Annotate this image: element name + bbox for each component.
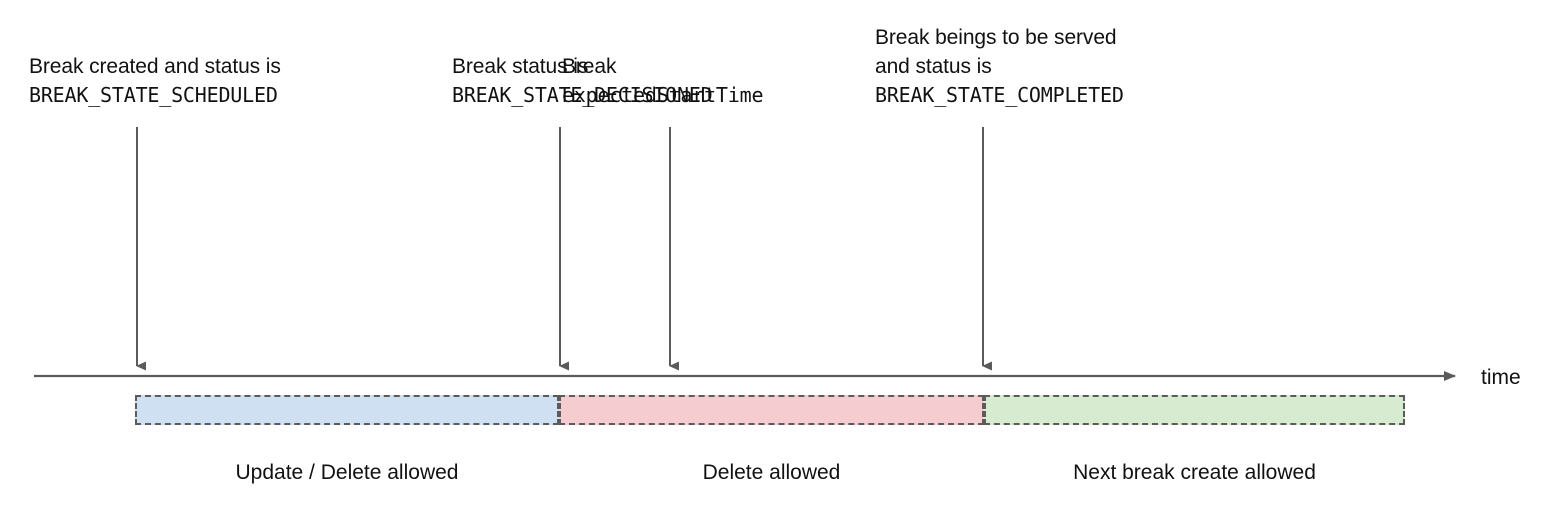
- event-arrow-group: [136, 127, 992, 371]
- annotation-completed-line-2: and status is: [875, 55, 992, 78]
- annotation-completed-line-3: BREAK_STATE_COMPLETED: [875, 83, 1124, 107]
- phase-caption-update-delete: Update / Delete allowed: [235, 461, 459, 484]
- time-axis-label: time: [1481, 366, 1521, 389]
- annotation-scheduled-line-1: Break created and status is: [29, 55, 281, 78]
- phase-bar-next-break-create: [984, 395, 1405, 425]
- annotation-scheduled-line-2: BREAK_STATE_SCHEDULED: [29, 83, 278, 107]
- annotation-expected-start-time-line-2: expectedStartTime: [562, 83, 764, 107]
- annotation-expected-start-time-line-1: Break: [562, 55, 617, 78]
- annotation-decisioned-line-1: Break status is: [452, 55, 589, 78]
- annotation-completed-line-1: Break beings to be served: [875, 26, 1117, 49]
- phase-bar-delete-only: [559, 395, 984, 425]
- annotation-decisioned-line-2: BREAK_STATE_DECISIONED: [452, 83, 713, 107]
- phase-caption-next-break-create: Next break create allowed: [1073, 461, 1316, 484]
- phase-caption-delete-only: Delete allowed: [702, 461, 841, 484]
- phase-bar-update-delete: [135, 395, 559, 425]
